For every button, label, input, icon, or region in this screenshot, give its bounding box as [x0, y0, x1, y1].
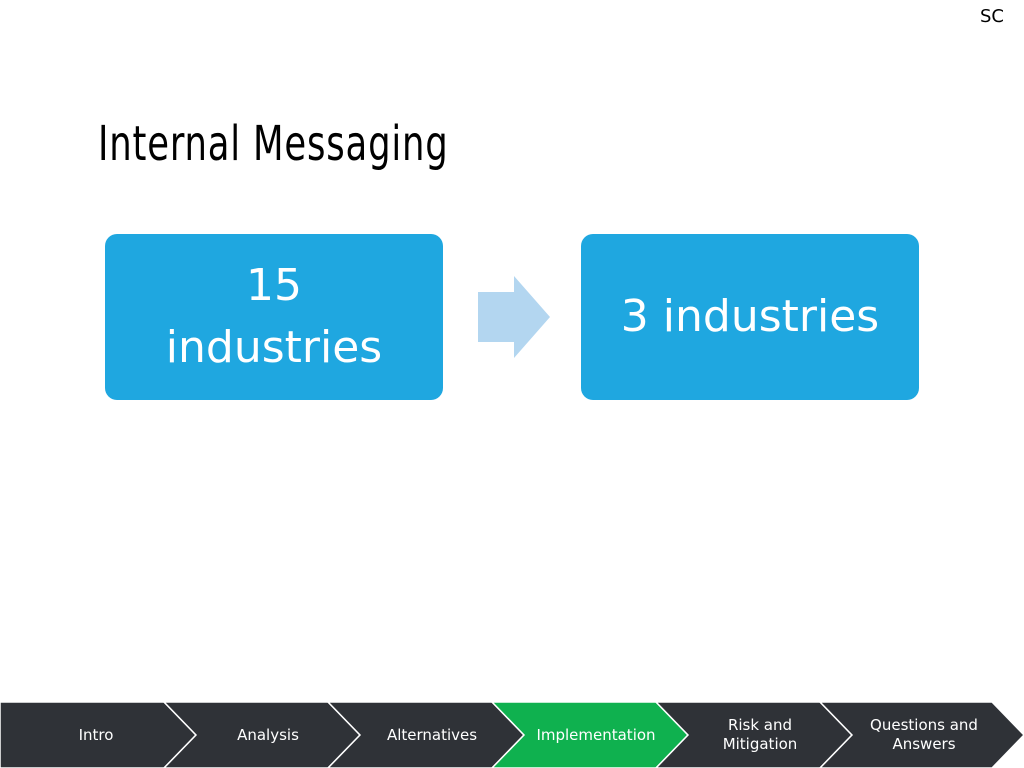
slide-title: Internal Messaging	[98, 116, 449, 172]
right-arrow-shape	[478, 276, 550, 358]
right-arrow-icon	[478, 276, 550, 358]
nav-label-questions: Questions and Answers	[870, 716, 978, 753]
target-box-text: 3 industries	[620, 291, 880, 342]
corner-label: SC	[980, 6, 1004, 27]
nav-chevron-analysis[interactable]	[162, 702, 362, 768]
nav-label-implementation: Implementation	[536, 725, 656, 744]
nav-chevron-risk[interactable]	[654, 702, 854, 768]
section-nav-chevrons	[0, 702, 1024, 768]
nav-chevron-alternatives[interactable]	[326, 702, 526, 768]
source-box: 15 industries	[105, 234, 443, 400]
nav-chevron-questions[interactable]	[818, 702, 1024, 768]
nav-chevron-implementation[interactable]	[490, 702, 690, 768]
nav-label-risk: Risk and Mitigation	[722, 716, 798, 753]
nav-label-intro: Intro	[78, 725, 114, 744]
nav-label-alternatives: Alternatives	[386, 725, 478, 744]
source-box-text: 15 industries	[165, 260, 383, 373]
nav-label-analysis: Analysis	[237, 725, 299, 744]
target-box: 3 industries	[581, 234, 919, 400]
section-nav: Intro Analysis Alternatives Implementati…	[0, 702, 1024, 768]
